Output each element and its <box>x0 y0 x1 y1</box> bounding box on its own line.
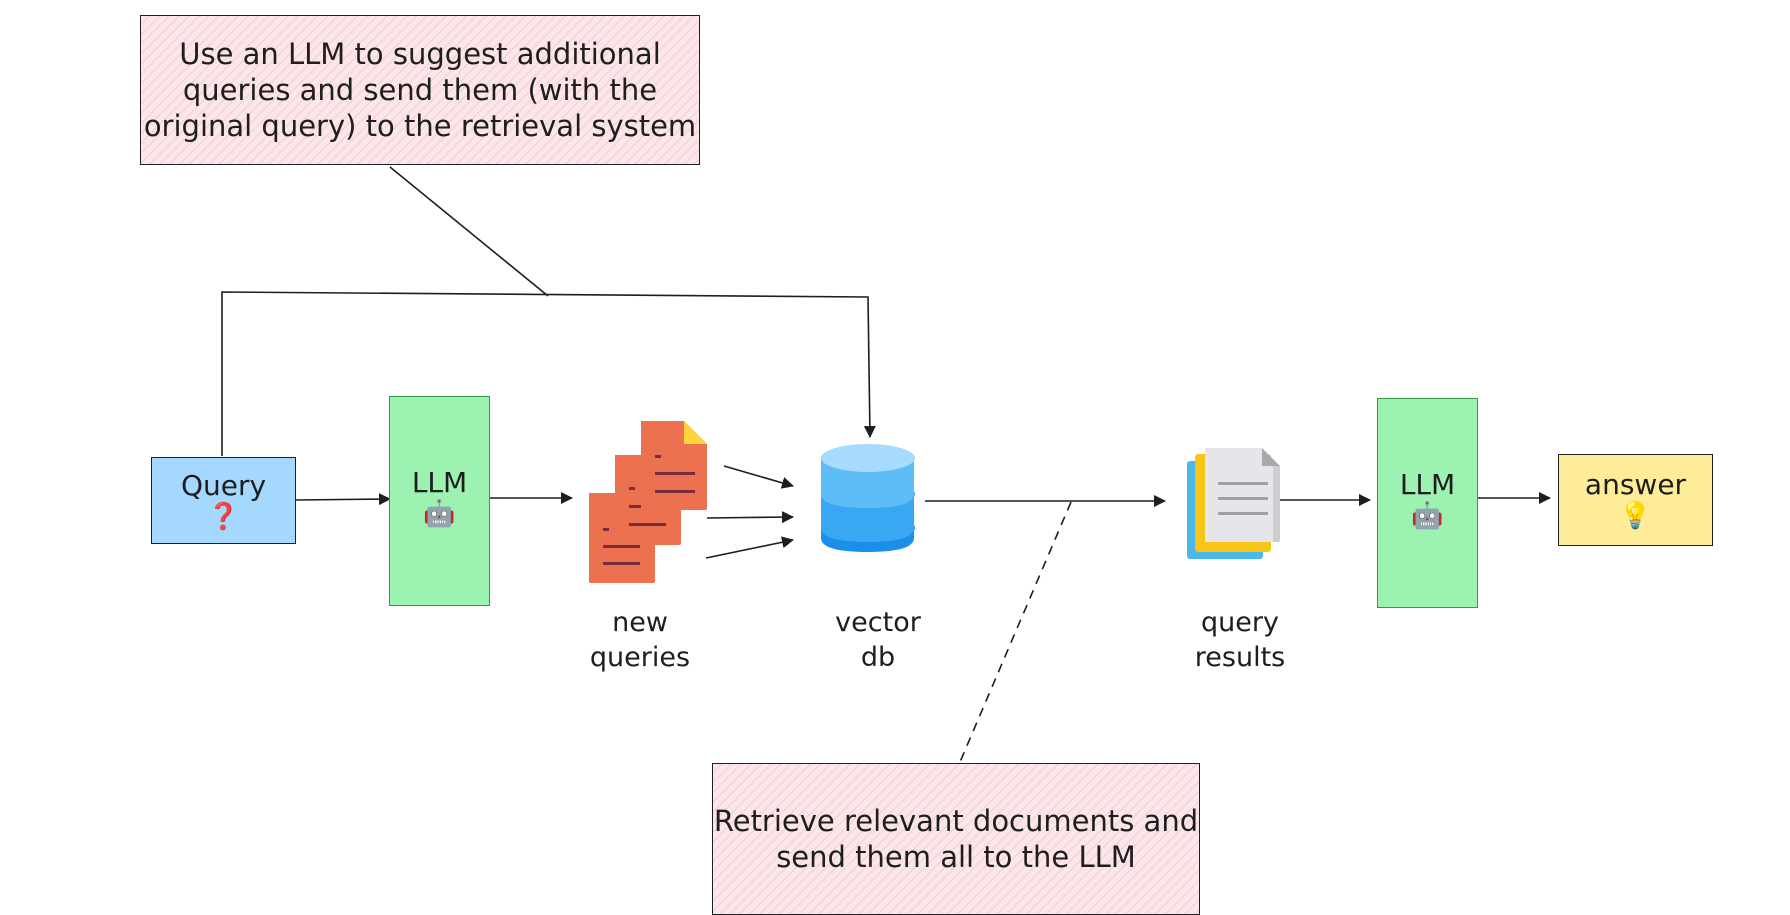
llm-box-2: LLM 🤖 <box>1377 398 1478 608</box>
new-queries-label: new queries <box>589 607 691 673</box>
robot-icon: 🤖 <box>423 499 456 529</box>
query-label: Query <box>180 468 267 502</box>
llm-label-1: LLM <box>411 466 468 499</box>
robot-icon: 🤖 <box>1411 501 1444 531</box>
annotation-note-top: Use an LLM to suggest additional queries… <box>140 15 700 165</box>
llm-box-1: LLM 🤖 <box>389 396 490 606</box>
lightbulb-icon: 💡 <box>1619 501 1652 531</box>
document-pages-icon <box>1187 448 1280 559</box>
callout-line-top <box>389 166 549 297</box>
answer-label: answer <box>1584 468 1687 501</box>
feedback-connector <box>221 291 876 456</box>
database-icon <box>821 444 915 552</box>
annotation-note-bottom: Retrieve relevant documents and send the… <box>712 763 1200 915</box>
arrow-query-to-db-2 <box>706 511 794 524</box>
arrow-query-to-llm <box>294 493 391 506</box>
vector-db-label: vector db <box>835 607 921 673</box>
query-box: Query ❓ <box>151 457 296 544</box>
question-mark-icon: ❓ <box>207 501 240 532</box>
answer-box: answer 💡 <box>1558 454 1713 546</box>
query-results-label: query results <box>1194 607 1286 673</box>
arrow-query-to-db-1 <box>723 465 794 489</box>
callout-line-bottom <box>959 501 1072 763</box>
arrow-query-to-db-3 <box>705 536 794 559</box>
documents-stack-icon <box>589 421 707 583</box>
llm-label-2: LLM <box>1399 468 1456 501</box>
